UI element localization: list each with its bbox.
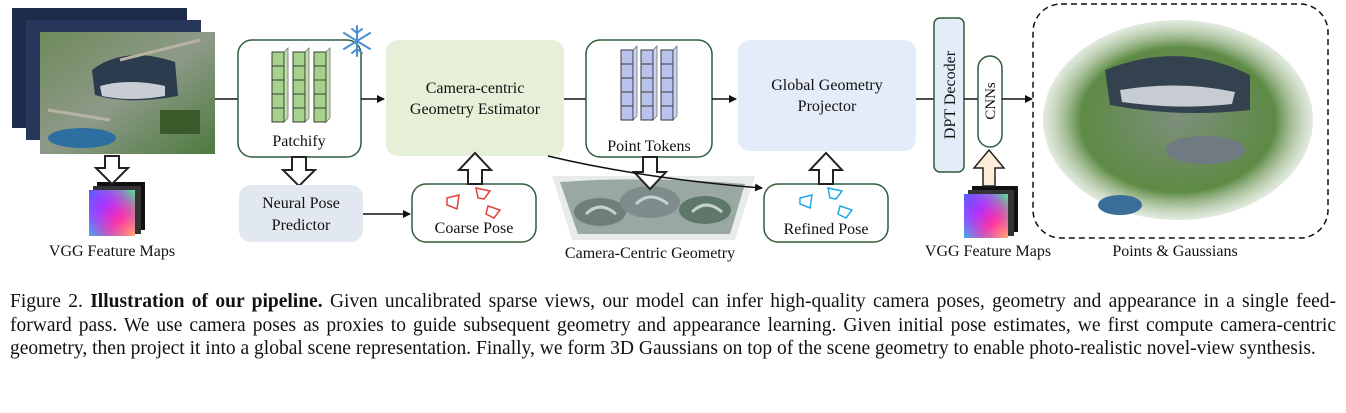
caption-label: Figure 2. — [10, 291, 83, 312]
figure-caption: Figure 2. Illustration of our pipeline. … — [10, 290, 1336, 361]
projector-label-1: Global Geometry — [771, 77, 883, 94]
patch-token — [271, 51, 285, 67]
snowflake-icon — [343, 25, 371, 57]
patch-token-side — [304, 47, 310, 123]
camera-centric-geometry-image — [552, 176, 755, 240]
hollow-arrow-refined-to-projector — [807, 151, 845, 185]
vgg-feature-maps-right-label: VGG Feature Maps — [925, 243, 1051, 260]
patch-token — [292, 107, 306, 123]
hollow-arrow-vgg-to-cnns — [972, 148, 1006, 187]
point-token — [620, 63, 634, 79]
estimator-label-1: Camera-centric — [426, 80, 525, 97]
patch-token — [313, 93, 327, 109]
point-token-side — [672, 45, 678, 121]
point-token — [640, 77, 654, 93]
dpt-decoder-box — [933, 17, 965, 173]
vgg-feature-maps-right — [964, 186, 1018, 238]
patch-token — [313, 79, 327, 95]
patch-token-side — [283, 47, 289, 123]
geometry-estimator-box — [386, 40, 564, 156]
point-tokens-label: Point Tokens — [607, 138, 690, 155]
patch-token — [292, 65, 306, 81]
vgg-feature-maps-left-label: VGG Feature Maps — [49, 243, 175, 260]
hollow-arrow-images-to-vgg — [93, 155, 131, 186]
arrow-estimator-to-refined-pose — [547, 155, 763, 192]
point-token — [640, 105, 654, 121]
patch-token — [292, 51, 306, 67]
patch-token — [292, 93, 306, 109]
patch-token — [271, 65, 285, 81]
point-token-side — [652, 45, 658, 121]
patch-token — [271, 93, 285, 109]
point-token — [660, 105, 674, 121]
hollow-arrow-coarse-to-estimator — [456, 151, 494, 185]
coarse-camera-icons — [446, 187, 502, 219]
point-token — [660, 77, 674, 93]
neural-pose-label-1: Neural Pose — [262, 195, 340, 212]
refined-pose-label: Refined Pose — [784, 221, 869, 238]
point-token — [640, 63, 654, 79]
coarse-pose-label: Coarse Pose — [435, 220, 514, 237]
point-token — [620, 105, 634, 121]
patchify-label: Patchify — [272, 133, 325, 150]
patch-token — [313, 51, 327, 67]
cnns-box — [977, 55, 1003, 148]
hollow-arrow-tokens-to-geometry — [631, 156, 669, 191]
neural-pose-predictor-box — [239, 185, 363, 242]
point-token-side — [632, 45, 638, 121]
reconstructed-scene — [1043, 20, 1313, 220]
camera-centric-geometry-label: Camera-Centric Geometry — [565, 245, 735, 262]
patch-token-side — [325, 47, 331, 123]
dpt-decoder-label: DPT Decoder — [942, 50, 959, 139]
caption-title: Illustration of our pipeline. — [90, 291, 323, 312]
point-token-columns — [620, 45, 678, 121]
projector-label-2: Projector — [798, 98, 857, 115]
vgg-feature-maps-left — [89, 182, 145, 236]
patch-token — [271, 107, 285, 123]
patch-tokens — [271, 47, 331, 123]
point-token — [660, 63, 674, 79]
caption-body: Given uncalibrated sparse views, our mod… — [10, 291, 1337, 359]
neural-pose-label-2: Predictor — [272, 217, 331, 234]
patch-token — [313, 107, 327, 123]
point-token — [660, 49, 674, 65]
patch-token — [292, 79, 306, 95]
patch-token — [313, 65, 327, 81]
point-token — [660, 91, 674, 107]
patch-token — [271, 79, 285, 95]
input-images — [12, 8, 215, 154]
refined-camera-icons — [799, 187, 854, 219]
point-token — [620, 91, 634, 107]
hollow-arrow-to-neural-pose — [280, 156, 318, 188]
global-geometry-projector-box — [738, 40, 916, 151]
point-token — [620, 77, 634, 93]
cnns-label: CNNs — [983, 82, 999, 120]
point-token — [620, 49, 634, 65]
point-token — [640, 49, 654, 65]
estimator-label-2: Geometry Estimator — [410, 101, 541, 118]
point-token — [640, 91, 654, 107]
points-gaussians-label: Points & Gaussians — [1112, 243, 1237, 260]
pipeline-diagram: VGG Feature Maps Patchify Camera-centric… — [12, 3, 1329, 262]
